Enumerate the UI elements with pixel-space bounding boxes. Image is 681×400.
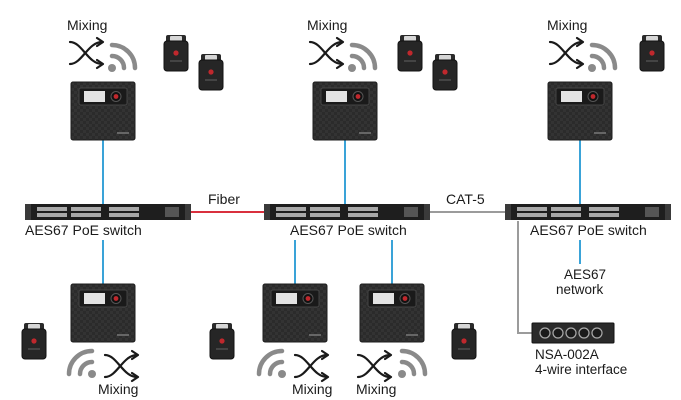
mixing-icon (293, 349, 330, 383)
aes67-network-label: AES67 (564, 267, 606, 282)
station-bottom-left (70, 283, 136, 343)
mixing-icon (308, 36, 345, 70)
wireless-icon (108, 45, 135, 72)
poe-switch-left (25, 204, 191, 220)
link-interface (517, 221, 532, 334)
mixing-label-bottom-right: Mixing (356, 381, 396, 397)
fiber-label: Fiber (208, 191, 240, 207)
mixing-label-bottom-center: Mixing (292, 381, 332, 397)
station-top-center (312, 81, 378, 141)
mixing-icon (548, 36, 585, 70)
wireless-icon (398, 351, 425, 378)
mixing-icon (103, 349, 140, 383)
beltpack-icon (397, 34, 423, 72)
station-top-left (70, 81, 136, 141)
station-top-right (547, 81, 613, 141)
beltpack-icon (451, 322, 477, 360)
beltpack-icon (432, 53, 458, 91)
mixing-icon (68, 36, 105, 70)
mixing-label-top-right: Mixing (547, 17, 587, 33)
wireless-icon (259, 351, 286, 378)
poe-switch-center (264, 204, 430, 220)
beltpack-icon (198, 53, 224, 91)
interface-label: 4-wire interface (535, 362, 627, 377)
interface-device (531, 322, 615, 344)
wireless-icon (69, 351, 96, 378)
wireless-icon (348, 45, 375, 72)
beltpack-icon (163, 34, 189, 72)
mixing-icon (356, 349, 393, 383)
switch-label-right: AES67 PoE switch (530, 222, 647, 238)
station-bottom-right (359, 283, 425, 343)
cat5-label: CAT-5 (446, 191, 485, 207)
aes67-network-label: network (556, 282, 604, 297)
interface-label: NSA-002A (535, 347, 599, 362)
mixing-label-top-left: Mixing (67, 17, 107, 33)
switch-label-left: AES67 PoE switch (25, 222, 142, 238)
beltpack-icon (21, 322, 47, 360)
station-bottom-center (262, 283, 328, 343)
beltpack-icon (209, 322, 235, 360)
wireless-icon (588, 45, 615, 72)
poe-switch-right (505, 204, 671, 220)
beltpack-icon (639, 34, 665, 72)
switch-label-center: AES67 PoE switch (290, 222, 407, 238)
mixing-label-top-center: Mixing (307, 17, 347, 33)
mixing-label-bottom-left: Mixing (98, 381, 138, 397)
